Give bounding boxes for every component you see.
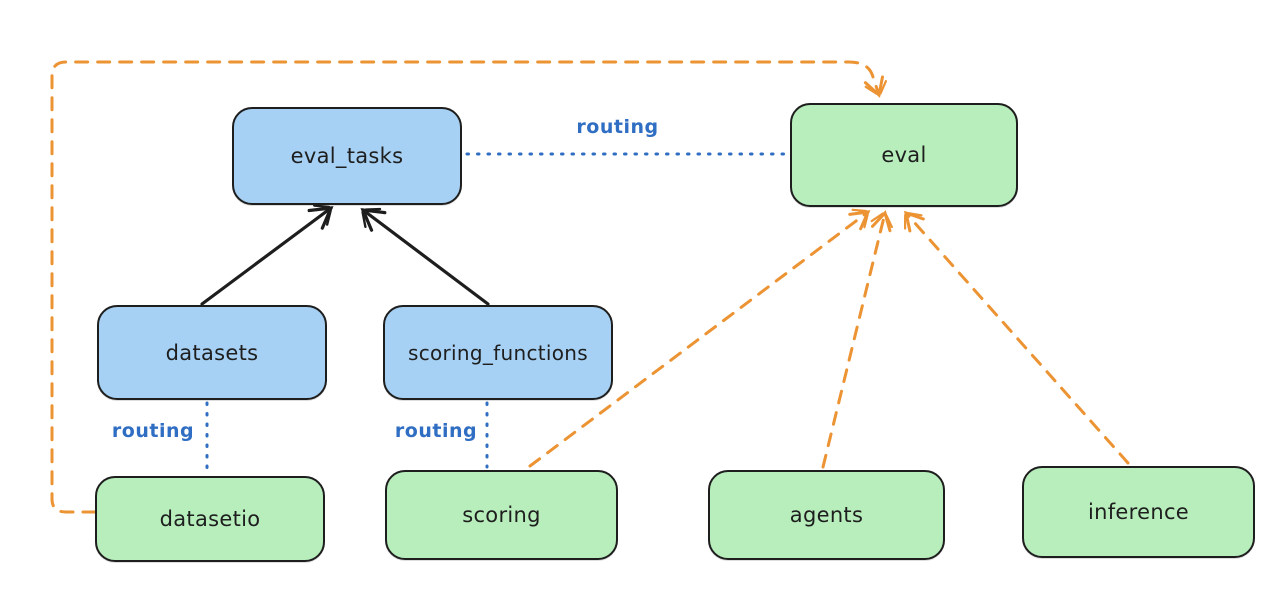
node-eval: eval — [790, 103, 1018, 207]
edge-agents-eval — [821, 210, 893, 469]
edge-scoring_functions-eval_tasks — [360, 207, 490, 306]
node-datasetio: datasetio — [95, 476, 325, 562]
node-inference-label: inference — [1087, 500, 1190, 524]
routing-label-datasets-datasetio: routing — [111, 420, 195, 442]
node-eval-label: eval — [881, 143, 927, 167]
node-agents: agents — [708, 470, 945, 560]
node-datasets-label: datasets — [165, 340, 259, 365]
node-eval-tasks: eval_tasks — [232, 107, 462, 205]
routing-label-scoring-functions-scoring: routing — [394, 420, 478, 442]
node-scoring-functions: scoring_functions — [383, 305, 613, 400]
node-scoring: scoring — [385, 470, 618, 560]
node-datasets: datasets — [97, 305, 327, 400]
edge-inference-eval — [903, 210, 1130, 465]
edge-datasetio-eval — [50, 60, 888, 514]
node-datasetio-label: datasetio — [159, 507, 261, 531]
node-inference: inference — [1022, 466, 1255, 558]
node-eval-tasks-label: eval_tasks — [290, 144, 404, 168]
edge-scoring-eval — [528, 208, 871, 468]
routing-label-eval-tasks-eval: routing — [576, 116, 659, 138]
node-scoring-label: scoring — [462, 503, 541, 527]
node-scoring-functions-label: scoring_functions — [407, 340, 589, 365]
edge-datasets-eval_tasks — [200, 204, 334, 306]
node-agents-label: agents — [789, 503, 864, 527]
